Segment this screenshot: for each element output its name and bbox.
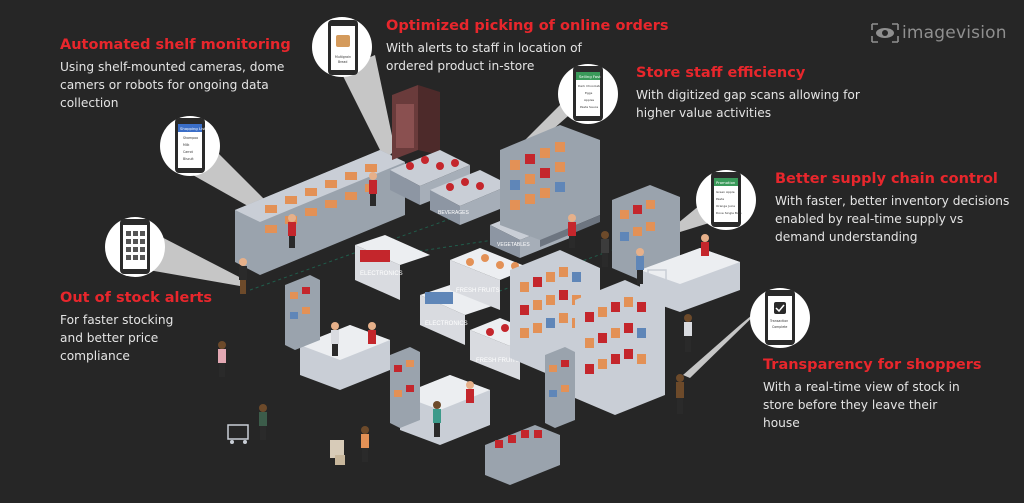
feature-body: With a real-time view of stock in store …	[763, 380, 960, 430]
feature-body: With faster, better inventory decisions …	[775, 194, 1010, 244]
feature-title: Transparency for shoppers	[763, 357, 982, 373]
feature-body: With alerts to staff in location of orde…	[386, 41, 582, 73]
small-shelves	[285, 275, 575, 428]
phone-bubble-supply-chain: Promotion Green Apple Pasta Orange Juice…	[696, 170, 756, 230]
phone-line: Carrot	[183, 150, 194, 154]
sign-fruits-2: FRESH FRUITS	[476, 358, 520, 364]
feature-body: Using shelf-mounted cameras, dome camers…	[60, 60, 285, 110]
phone-line: Pasta	[716, 197, 724, 201]
phone-line: Dove Single Bars	[716, 211, 742, 215]
phone-line: Transaction	[769, 319, 788, 323]
feature-body: For faster stocking and better price com…	[60, 313, 174, 363]
phone-line: Complete	[772, 325, 787, 329]
feature-shelf-monitoring: Automated shelf monitoring Using shelf-m…	[60, 36, 291, 112]
phone-line: Biscuit	[183, 157, 194, 161]
feature-title: Automated shelf monitoring	[60, 37, 291, 53]
sign-electronics-2: ELECTRONICS	[425, 321, 468, 327]
phone-line: Dark Chocolate	[578, 84, 601, 88]
right-shelves	[500, 125, 680, 415]
sign-beverages: BEVERAGES	[438, 210, 470, 216]
phone-header-promotion: Promotion	[716, 180, 736, 185]
checkouts	[300, 248, 740, 485]
feature-transparency: Transparency for shoppers With a real-ti…	[763, 356, 982, 432]
eye-logo-icon	[871, 23, 899, 43]
phone-bubble-staff-efficiency: Selling Fast Dark Chocolate Eggs Apples …	[558, 64, 618, 124]
phone-bubble-shelf-monitoring: Shopping List Shampoo Milk Carrot Biscui…	[160, 116, 220, 176]
phone-bubble-online-orders: Multigrain Bread	[312, 17, 372, 77]
brand-logo: imagevision	[870, 22, 1007, 44]
brand-name: imagevision	[902, 23, 1007, 43]
feature-out-of-stock: Out of stock alerts For faster stocking …	[60, 289, 213, 365]
phone-line: Pasta Sauce	[580, 105, 598, 109]
phone-line: Green Apple	[716, 190, 735, 194]
people	[218, 172, 709, 465]
feature-title: Optimized picking of online orders	[386, 18, 669, 34]
fridges	[392, 85, 440, 160]
electronics-area: ELECTRONICS ELECTRONICS	[355, 235, 495, 345]
phone-header-shopping-list: Shopping List	[180, 126, 206, 131]
phone-line: Multigrain	[335, 55, 351, 59]
sign-vegetables: VEGETABLES	[497, 242, 530, 248]
phone-line: Apples	[584, 98, 595, 102]
phone-line: Shampoo	[183, 136, 198, 140]
feature-title: Better supply chain control	[775, 171, 998, 187]
phone-header-selling-fast: Selling Fast	[579, 74, 601, 79]
feature-title: Out of stock alerts	[60, 290, 213, 306]
phone-bubble-transparency: Transaction Complete	[750, 288, 810, 348]
feature-body: With digitized gap scans allowing for hi…	[636, 88, 860, 120]
sign-electronics-1: ELECTRONICS	[360, 271, 403, 277]
feature-staff-efficiency: Store staff efficiency With digitized ga…	[636, 64, 866, 122]
feature-title: Store staff efficiency	[636, 65, 806, 81]
phone-bubble-out-of-stock	[105, 217, 165, 277]
left-shelves	[235, 150, 405, 275]
sign-fruits-1: FRESH FRUITS	[456, 288, 500, 294]
phone-line: Milk	[183, 143, 190, 147]
phone-line: Orange Juice	[716, 204, 735, 208]
phone-line: Eggs	[585, 91, 593, 95]
feature-online-orders: Optimized picking of online orders With …	[386, 17, 669, 75]
phone-line: Bread	[338, 60, 347, 64]
feature-supply-chain: Better supply chain control With faster,…	[775, 170, 1015, 246]
